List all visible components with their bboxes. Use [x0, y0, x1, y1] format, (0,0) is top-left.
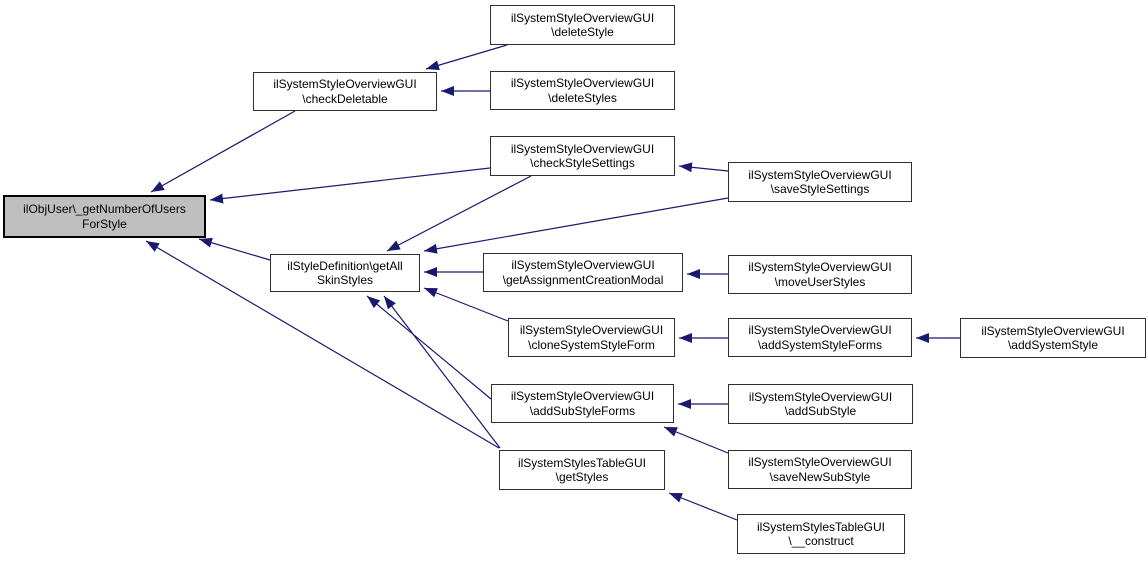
node-label-line: \saveNewSubStyle	[769, 469, 871, 484]
node-delete-styles[interactable]: ilSystemStyleOverviewGUI\deleteStyles	[490, 71, 675, 110]
edge-get-styles-to-get-all-skin-styles	[383, 295, 501, 449]
edge-save-new-sub-style-to-add-sub-style-forms	[663, 426, 729, 454]
node-label-line: \getStyles	[555, 470, 609, 484]
edge-get-all-skin-styles-to-get-number-of-users-for-style	[198, 237, 271, 261]
node-label-line: \checkDeletable	[302, 91, 388, 106]
node-save-new-sub-style[interactable]: ilSystemStyleOverviewGUI\saveNewSubStyle	[728, 450, 912, 489]
node-label-line: ilSystemStyleOverviewGUI	[273, 77, 417, 91]
node-label-line: ilSystemStyleOverviewGUI	[511, 258, 655, 272]
edge-save-style-settings-to-get-all-skin-styles	[423, 197, 729, 254]
node-label-line: ilSystemStyleOverviewGUI	[748, 455, 892, 469]
node-label-line: ilSystemStyleOverviewGUI	[748, 389, 893, 404]
edge-add-sub-style-forms-to-get-all-skin-styles	[366, 295, 492, 400]
edge-check-deletable-to-get-number-of-users-for-style	[150, 110, 296, 193]
node-label-line: ilStyleDefinition\getAll	[287, 258, 403, 273]
node-label-line: ilSystemStyleOverviewGUI	[748, 323, 892, 337]
node-label-line: \addSubStyleForms	[529, 403, 636, 418]
node-get-styles[interactable]: ilSystemStylesTableGUI\getStyles	[499, 450, 665, 490]
node-label-line: \checkStyleSettings	[530, 156, 635, 170]
edge-delete-style-to-check-deletable	[425, 44, 508, 71]
node-delete-style[interactable]: ilSystemStyleOverviewGUI\deleteStyle	[490, 5, 675, 45]
node-label-line: \addSystemStyle	[1007, 338, 1099, 352]
edge-check-style-settings-to-get-number-of-users-for-style	[209, 167, 491, 204]
node-label-line: ilSystemStyleOverviewGUI	[981, 323, 1125, 338]
node-label-line: \__construct	[788, 534, 854, 548]
node-add-sub-style-forms[interactable]: ilSystemStyleOverviewGUI\addSubStyleForm…	[491, 384, 674, 423]
edge-save-style-settings-to-check-style-settings	[678, 162, 729, 173]
node-label-line: SkinStyles	[316, 273, 374, 287]
node-label-line: ilSystemStylesTableGUI	[517, 455, 647, 470]
node-label-line: ilSystemStyleOverviewGUI	[510, 141, 655, 156]
node-label-line: ilSystemStyleOverviewGUI	[748, 260, 892, 274]
node-get-assignment-creation-modal[interactable]: ilSystemStyleOverviewGUI\getAssignmentCr…	[483, 253, 683, 292]
node-label-line: \saveStyleSettings	[770, 182, 870, 196]
node-label-line: ilSystemStyleOverviewGUI	[510, 76, 655, 90]
node-label-line: \moveUserStyles	[774, 274, 866, 289]
node-label-line: ilSystemStyleOverviewGUI	[519, 323, 664, 337]
edge-clone-system-style-form-to-get-all-skin-styles	[423, 287, 509, 322]
node-check-style-settings[interactable]: ilSystemStyleOverviewGUI\checkStyleSetti…	[490, 136, 675, 176]
node-label-line: ilSystemStyleOverviewGUI	[510, 10, 655, 25]
node-label-line: ilSystemStyleOverviewGUI	[748, 167, 892, 182]
node-add-system-style-forms[interactable]: ilSystemStyleOverviewGUI\addSystemStyleF…	[728, 318, 912, 357]
node-label-line: \deleteStyles	[548, 90, 617, 105]
node-label-line: \addSubStyle	[784, 404, 857, 418]
node-add-system-style[interactable]: ilSystemStyleOverviewGUI\addSystemStyle	[960, 318, 1146, 358]
node-move-user-styles[interactable]: ilSystemStyleOverviewGUI\moveUserStyles	[728, 255, 912, 294]
node-label-line: \addSystemStyleForms	[757, 337, 883, 352]
node-add-sub-style[interactable]: ilSystemStyleOverviewGUI\addSubStyle	[728, 384, 913, 424]
node-label-line: ilObjUser\_getNumberOfUsers	[23, 202, 186, 216]
edge-check-style-settings-to-get-all-skin-styles	[386, 175, 532, 252]
node-label-line: ForStyle	[82, 216, 127, 231]
node-check-deletable[interactable]: ilSystemStyleOverviewGUI\checkDeletable	[253, 72, 437, 111]
node-save-style-settings[interactable]: ilSystemStyleOverviewGUI\saveStyleSettin…	[728, 162, 912, 202]
node-label-line: \getAssignmentCreationModal	[502, 272, 664, 287]
node-construct[interactable]: ilSystemStylesTableGUI\__construct	[737, 514, 905, 554]
node-label-line: \deleteStyle	[551, 25, 614, 39]
node-clone-system-style-form[interactable]: ilSystemStyleOverviewGUI\cloneSystemStyl…	[508, 318, 675, 357]
node-label-line: \cloneSystemStyleForm	[528, 337, 655, 352]
node-label-line: ilSystemStyleOverviewGUI	[510, 389, 655, 403]
edge-construct-to-get-styles	[668, 492, 738, 521]
node-label-line: ilSystemStylesTableGUI	[756, 519, 886, 534]
